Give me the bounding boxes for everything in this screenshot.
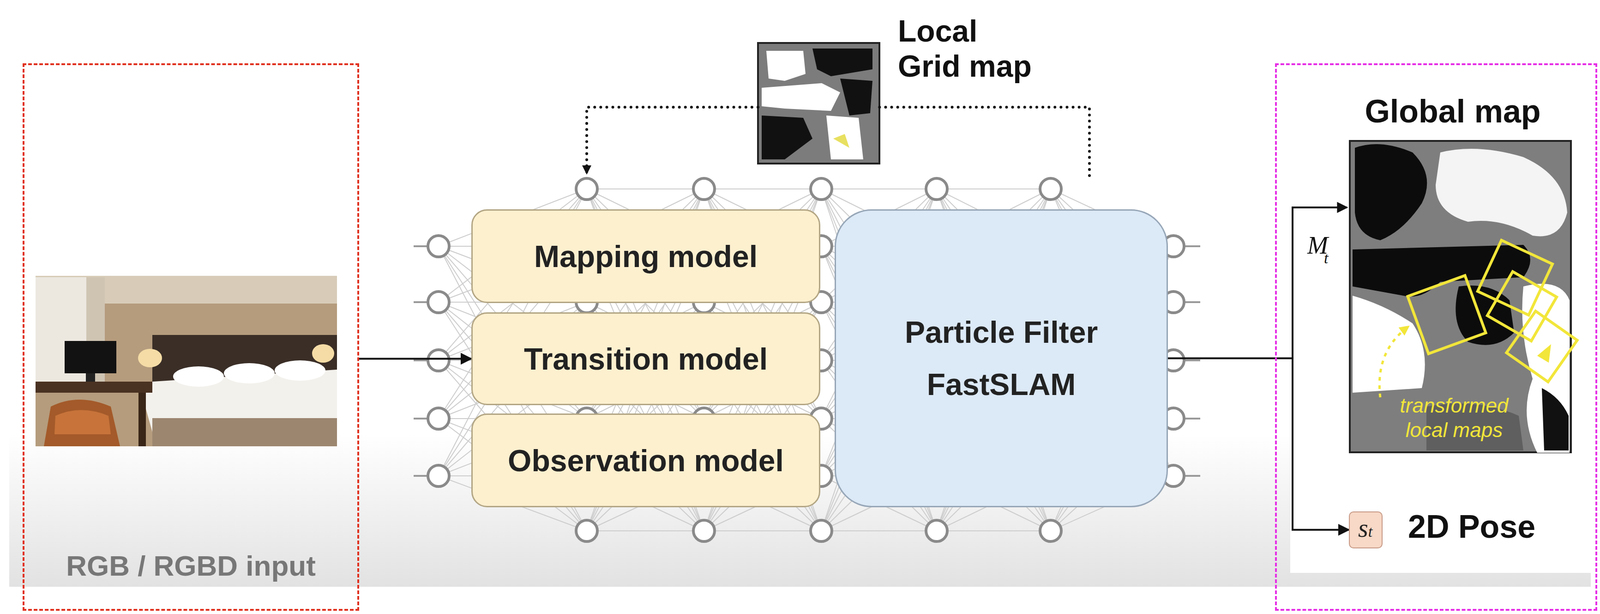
network-link bbox=[936, 529, 1051, 531]
node-text: Observation model bbox=[507, 442, 784, 478]
network-link bbox=[821, 529, 937, 531]
network-stub bbox=[413, 417, 428, 420]
network-neuron bbox=[1040, 178, 1062, 200]
model-box: Transition model bbox=[471, 312, 821, 405]
node-subscript: t bbox=[1368, 523, 1373, 540]
model-box: Observation model bbox=[471, 413, 821, 507]
node-text: Transition model bbox=[523, 341, 768, 377]
filter-box: Particle Filter FastSLAM bbox=[834, 209, 1168, 507]
feedback-dotted-arrow bbox=[586, 107, 758, 174]
network-stub bbox=[413, 300, 428, 303]
network-neuron bbox=[576, 519, 598, 542]
local-grid-map-image bbox=[757, 42, 880, 164]
network-neuron bbox=[1040, 519, 1062, 542]
node-text: Mapping model bbox=[534, 238, 758, 274]
network-neuron bbox=[693, 178, 715, 200]
flow-arrow bbox=[1167, 358, 1349, 530]
network-neuron bbox=[427, 235, 450, 257]
feedback-dotted-line bbox=[879, 107, 1090, 176]
input-region: RGB / RGBD input bbox=[22, 63, 360, 611]
map-subscript: t bbox=[1323, 249, 1329, 267]
network-stub bbox=[413, 359, 428, 361]
network-neuron bbox=[810, 519, 832, 542]
network-link bbox=[821, 188, 937, 190]
node-text: s bbox=[1358, 513, 1369, 543]
network-link bbox=[936, 188, 1051, 190]
network-neuron bbox=[427, 349, 450, 371]
map-annotation: transformed local maps bbox=[1389, 393, 1519, 443]
node-text: Global map bbox=[1314, 92, 1592, 130]
network-stub bbox=[1184, 300, 1201, 303]
network-neuron bbox=[427, 407, 450, 429]
network-neuron bbox=[693, 519, 715, 542]
network-stub bbox=[413, 474, 428, 477]
network-stub bbox=[1184, 359, 1201, 361]
pose-caption: 2D Pose bbox=[1407, 507, 1536, 545]
network-link bbox=[703, 529, 822, 531]
network-link bbox=[586, 188, 704, 190]
node-text: RGB / RGBD input bbox=[24, 548, 358, 582]
model-box: Mapping model bbox=[471, 209, 821, 303]
pose-box: st bbox=[1348, 511, 1383, 548]
network-link bbox=[586, 529, 704, 531]
network-neuron bbox=[576, 178, 598, 200]
network-stub bbox=[1184, 245, 1201, 247]
network-neuron bbox=[810, 178, 832, 200]
map-caption: Local Grid map bbox=[897, 13, 1041, 85]
node-text: Particle Filter FastSLAM bbox=[872, 306, 1131, 410]
map-output-branch bbox=[1292, 207, 1348, 361]
network-neuron bbox=[926, 178, 948, 200]
network-illustration bbox=[413, 178, 1201, 542]
network-stub bbox=[413, 245, 428, 247]
room-photo bbox=[35, 275, 337, 446]
output-panel bbox=[1290, 92, 1600, 573]
global-map-image bbox=[1349, 140, 1578, 453]
flow-arrow bbox=[359, 357, 472, 360]
network-neuron bbox=[926, 519, 948, 542]
network-neuron bbox=[427, 291, 450, 313]
network-neuron bbox=[427, 464, 450, 487]
network-link bbox=[703, 188, 822, 190]
network-stub bbox=[1184, 417, 1201, 420]
network-stub bbox=[1184, 474, 1201, 477]
